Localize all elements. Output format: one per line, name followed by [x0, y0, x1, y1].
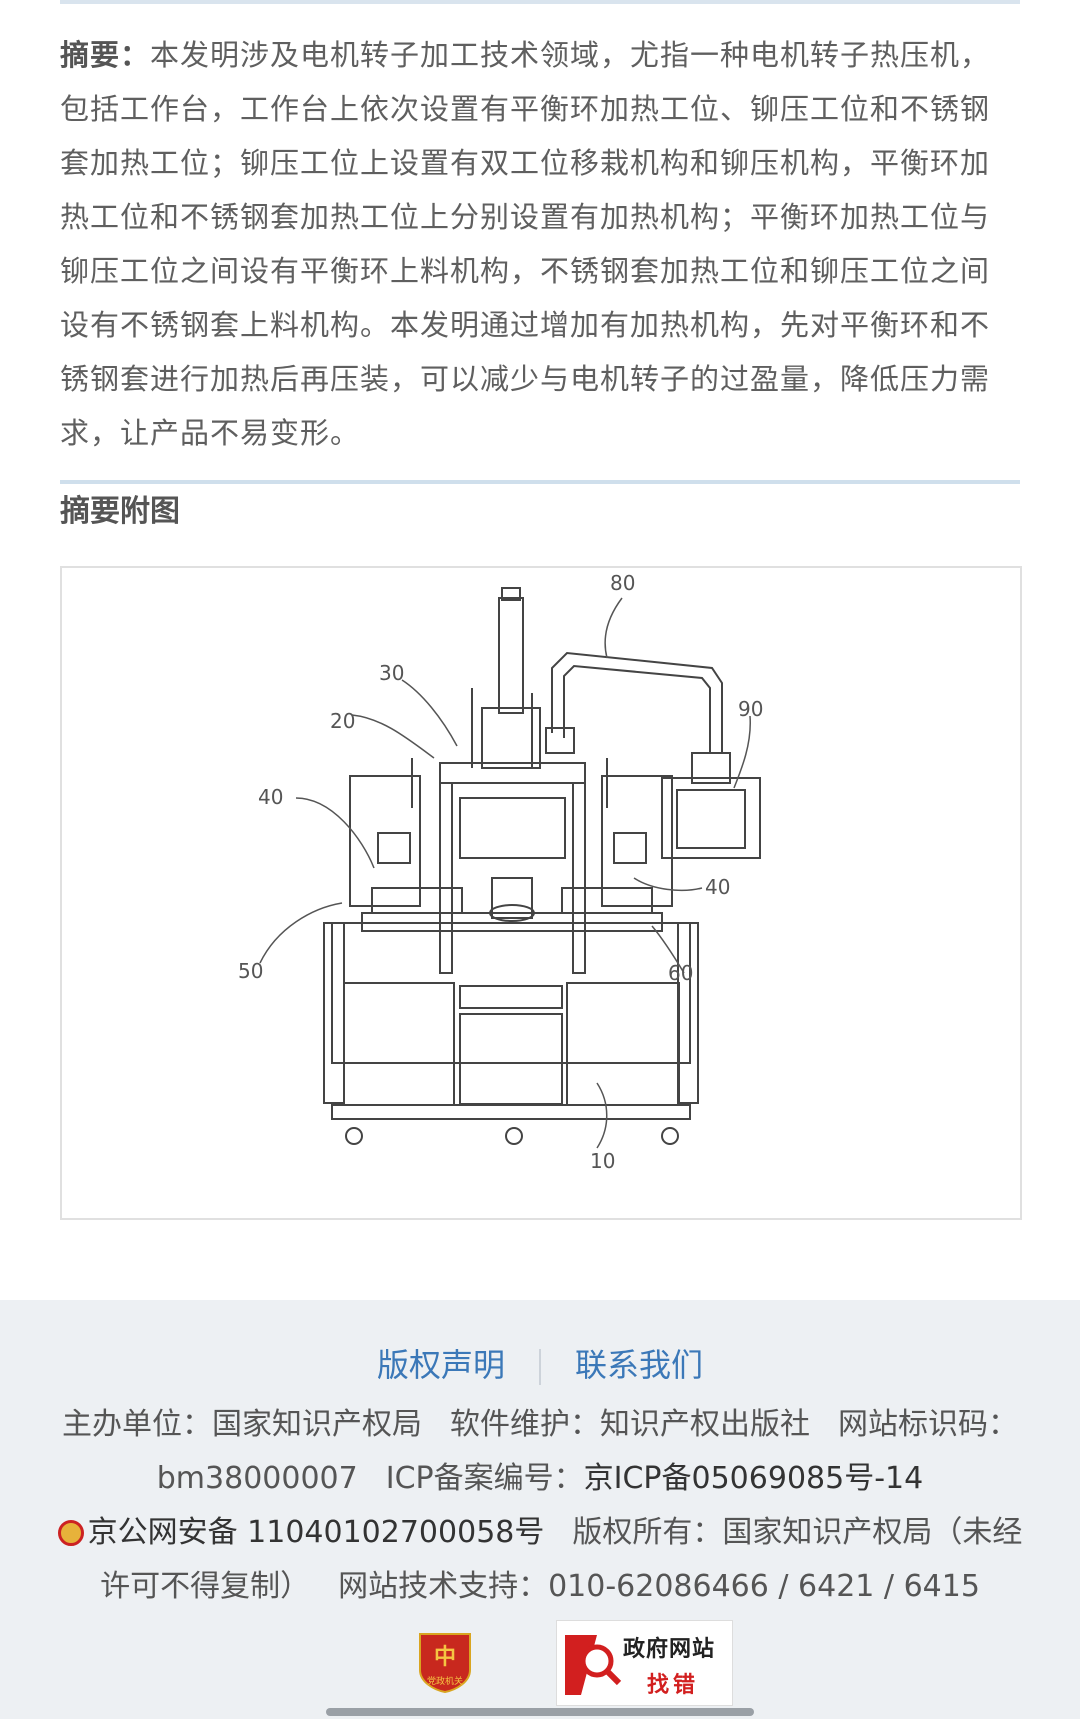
rights-text: 版权所有：国家知识产权局（未经许可不得复制）: [100, 1515, 1023, 1604]
gov-badge-line2: 找错: [647, 1673, 700, 1698]
abstract-label: 摘要：: [60, 38, 151, 72]
copyright-link[interactable]: 版权声明: [376, 1346, 505, 1384]
callout-20: 20: [330, 709, 355, 733]
party-badge-text: 党政机关: [427, 1675, 463, 1687]
footer-info: 主办单位：国家知识产权局软件维护：知识产权出版社网站标识码： bm38000007…: [50, 1398, 1030, 1614]
gov-badge-line1: 政府网站: [623, 1637, 716, 1662]
callout-60: 60: [668, 961, 693, 985]
site-id-label: 网站标识码：: [838, 1407, 1018, 1442]
site-id-value: bm38000007: [156, 1461, 358, 1496]
top-divider: [60, 0, 1020, 4]
callout-40-right: 40: [705, 875, 730, 899]
police-emblem-icon: [57, 1520, 84, 1546]
home-indicator[interactable]: [326, 1708, 754, 1716]
magnifier-icon: [565, 1635, 622, 1695]
support-text: 网站技术支持：010-62086466 / 6421 / 6415: [338, 1569, 980, 1604]
site-footer: 版权声明 联系我们 主办单位：国家知识产权局软件维护：知识产权出版社网站标识码： b…: [0, 1300, 1080, 1719]
host-text: 主办单位：国家知识产权局: [62, 1407, 422, 1442]
gov-error-report-badge[interactable]: 政府网站 找错: [556, 1620, 733, 1706]
abstract-paragraph: 摘要：本发明涉及电机转子加工技术领域，尤指一种电机转子热压机，包括工作台，工作台…: [60, 28, 1010, 460]
police-record[interactable]: 京公网安备 11040102700058号: [87, 1515, 545, 1550]
callout-50: 50: [238, 959, 263, 983]
maintain-text: 软件维护：知识产权出版社: [450, 1407, 810, 1442]
contact-link[interactable]: 联系我们: [575, 1346, 704, 1384]
section-divider: [60, 480, 1020, 484]
figure-title: 摘要附图: [60, 494, 180, 529]
link-separator: [539, 1349, 541, 1385]
abstract-text: 本发明涉及电机转子加工技术领域，尤指一种电机转子热压机，包括工作台，工作台上依次…: [60, 38, 991, 450]
icp-label: ICP备案编号：: [385, 1461, 584, 1496]
abstract-figure: 80 30 20 90 40 40 50 60 10: [60, 566, 1022, 1220]
callout-10: 10: [590, 1149, 615, 1173]
callout-90: 90: [738, 697, 763, 721]
machine-drawing: 80 30 20 90 40 40 50 60 10: [238, 571, 763, 1173]
party-gov-badge[interactable]: 中 党政机关: [416, 1630, 474, 1694]
icp-value[interactable]: 京ICP备05069085号-14: [583, 1461, 924, 1496]
callout-80: 80: [610, 571, 635, 595]
svg-text:中: 中: [434, 1645, 456, 1670]
footer-links: 版权声明 联系我们: [0, 1340, 1080, 1386]
callout-40-left: 40: [258, 785, 283, 809]
callout-30: 30: [379, 661, 404, 685]
